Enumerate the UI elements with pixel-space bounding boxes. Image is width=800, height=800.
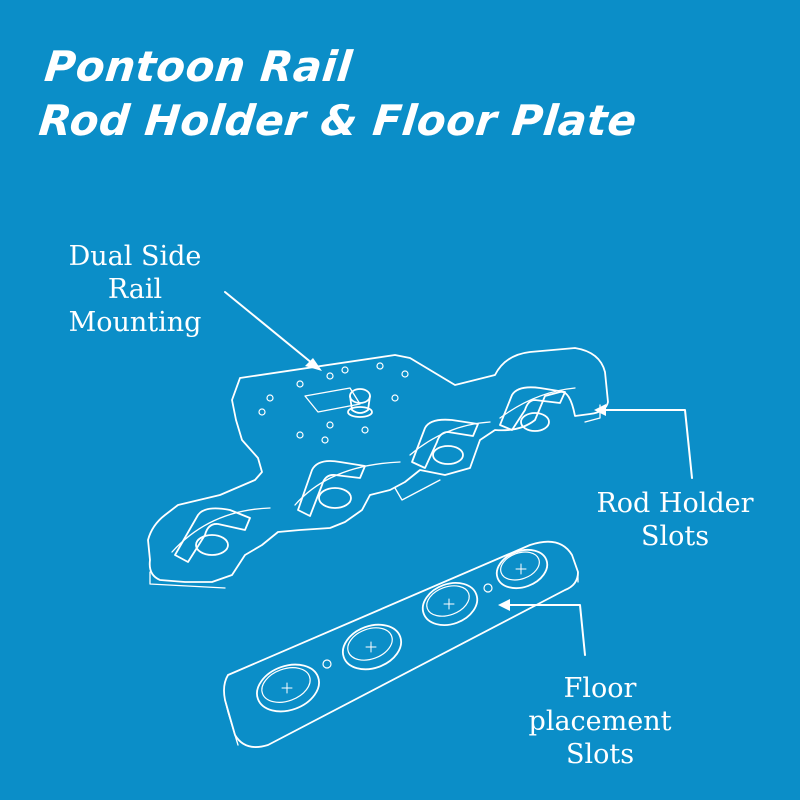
rod-slot-4	[499, 386, 576, 432]
floor-arrowhead	[498, 599, 510, 611]
callout-mounting-line-2: Rail	[107, 274, 163, 305]
mounting-arrow	[224, 291, 319, 369]
callout-floor-line-3: Slots	[565, 739, 635, 770]
mounting-pad	[304, 387, 361, 413]
floor-screw-holes	[322, 583, 493, 669]
callout-floor: Floor placement Slots	[525, 672, 675, 771]
floor-plate-outline	[223, 540, 579, 748]
center-post	[347, 388, 373, 418]
floor-slot-2	[342, 623, 402, 671]
rod-slot-1	[171, 507, 271, 563]
floor-slot-4	[495, 548, 549, 590]
callout-mounting-line-3: Mounting	[68, 307, 202, 338]
rod-holder-plate-outline	[147, 347, 609, 583]
callout-arrows	[224, 291, 693, 656]
rod-slot-2	[294, 460, 401, 517]
rod-holder-arrow	[599, 409, 693, 479]
floor-arrow	[504, 604, 586, 656]
callout-mounting: Dual Side Rail Mounting	[55, 240, 215, 339]
rod-slot-3	[409, 418, 491, 469]
callout-rod-holder: Rod Holder Slots	[580, 487, 770, 553]
callout-floor-line-2: placement	[528, 706, 672, 737]
rod-holder-arrowhead	[594, 404, 606, 416]
floor-slot-3	[421, 582, 479, 626]
floor-slot-1	[256, 663, 320, 713]
mounting-holes	[258, 362, 409, 444]
callout-floor-line-1: Floor	[563, 673, 637, 704]
rod-holder-plate-edge	[149, 404, 601, 589]
floor-plate-edge	[224, 571, 579, 746]
callout-rod-holder-line-1: Rod Holder	[596, 488, 754, 519]
callout-mounting-line-1: Dual Side	[68, 241, 202, 272]
callout-rod-holder-line-2: Slots	[640, 521, 710, 552]
rod-holder-plate	[147, 347, 609, 589]
floor-plate	[223, 540, 579, 748]
mounting-arrowhead	[305, 358, 322, 371]
